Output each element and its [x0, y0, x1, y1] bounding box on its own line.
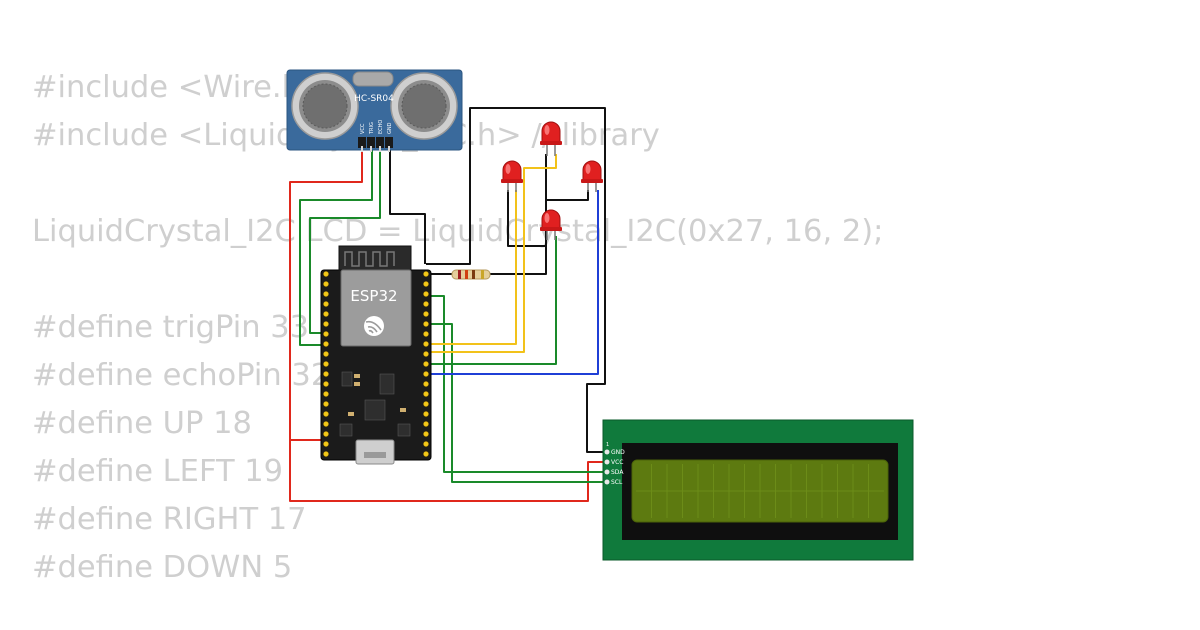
esp32-antenna	[338, 245, 412, 271]
esp32-pin-right-11[interactable]	[423, 371, 429, 377]
wires	[289, 107, 606, 502]
esp32-pin-right-14[interactable]	[423, 401, 429, 407]
esp32-pin-right-3[interactable]	[423, 291, 429, 297]
esp32-pin-left-13[interactable]	[323, 391, 329, 397]
esp32-pin-left-17[interactable]	[323, 431, 329, 437]
esp32-pin-right-17[interactable]	[423, 431, 429, 437]
wire-lcd-scl[interactable]	[426, 323, 606, 483]
esp32-pin-right-2[interactable]	[423, 281, 429, 287]
lcd-pin1-marker: 1	[606, 442, 609, 448]
usb-port-opening	[364, 452, 386, 458]
esp32-pin-right-16[interactable]	[423, 421, 429, 427]
lcd-pin-vcc-label: VCC	[611, 459, 623, 466]
code-line-right: #define RIGHT 17	[32, 502, 307, 537]
esp32-pin-left-9[interactable]	[323, 351, 329, 357]
sensor-header	[358, 137, 393, 148]
wire-led-right-gnd[interactable]	[546, 190, 589, 201]
esp32-board[interactable]: ESP32	[320, 245, 432, 465]
esp32-pin-left-14[interactable]	[323, 401, 329, 407]
ultrasonic-sensor[interactable]: HC-SR04 VCC TRIG ECHO GND	[286, 69, 463, 152]
wire-led-gnd-bus[interactable]	[490, 190, 547, 275]
transducer-left-icon	[291, 72, 359, 140]
wire-sensor-gnd[interactable]	[389, 146, 426, 264]
esp32-module-shield	[340, 269, 412, 347]
esp32-pin-right-8[interactable]	[423, 341, 429, 347]
sensor-pin-trig-label: TRIG	[369, 122, 375, 135]
lcd-pins[interactable]	[604, 449, 610, 485]
wire-led-down[interactable]	[426, 236, 557, 365]
code-line-down: #define DOWN 5	[32, 550, 293, 585]
esp32-pin-right-12[interactable]	[423, 381, 429, 387]
wire-sensor-echo[interactable]	[309, 146, 381, 334]
sensor-model-label: HC-SR04	[354, 94, 394, 104]
esp32-pin-left-8[interactable]	[323, 341, 329, 347]
espressif-logo-icon	[364, 316, 384, 336]
led-left[interactable]	[501, 160, 523, 192]
lcd-display[interactable]: 1 GND VCC SDA SCL	[602, 419, 914, 561]
code-line-up: #define UP 18	[32, 406, 252, 441]
esp32-pin-right-13[interactable]	[423, 391, 429, 397]
wire-sensor-trig[interactable]	[299, 146, 373, 346]
esp32-pin-left-4[interactable]	[323, 301, 329, 307]
transducer-right-icon	[390, 72, 458, 140]
esp32-pin-right-1[interactable]	[423, 271, 429, 277]
esp32-pin-right-18[interactable]	[423, 441, 429, 447]
sensor-pin-gnd-label: GND	[387, 122, 393, 134]
esp32-pin-right-10[interactable]	[423, 361, 429, 367]
esp32-components	[339, 371, 411, 437]
sensor-pin-vcc-label: VCC	[360, 123, 366, 134]
wire-led-right[interactable]	[426, 190, 599, 375]
code-line-left: #define LEFT 19	[32, 454, 284, 489]
code-line-trigpin: #define trigPin 33	[32, 310, 310, 345]
wire-led-up[interactable]	[426, 154, 557, 353]
esp32-pin-left-12[interactable]	[323, 381, 329, 387]
wire-led-left[interactable]	[426, 190, 517, 345]
wire-sensor-vcc[interactable]	[289, 146, 363, 441]
wire-lcd-sda[interactable]	[426, 295, 606, 473]
led-down[interactable]	[540, 209, 562, 240]
lcd-character-grid	[636, 464, 884, 518]
esp32-pin-right-6[interactable]	[423, 321, 429, 327]
sensor-pin-echo-label: ECHO	[378, 120, 384, 134]
wire-gnd-bus[interactable]	[426, 107, 606, 453]
esp32-pin-left-2[interactable]	[323, 281, 329, 287]
led-right[interactable]	[581, 160, 603, 192]
esp32-pin-right-19[interactable]	[423, 451, 429, 457]
esp32-pin-left-5[interactable]	[323, 311, 329, 317]
esp32-pin-left-19[interactable]	[323, 451, 329, 457]
resistor[interactable]	[451, 269, 491, 280]
lcd-pin-scl-label: SCL	[611, 479, 623, 486]
esp32-pin-left-10[interactable]	[323, 361, 329, 367]
esp32-pin-left-11[interactable]	[323, 371, 329, 377]
lcd-pin-sda-label: SDA	[611, 469, 624, 476]
esp32-pin-left-3[interactable]	[323, 291, 329, 297]
esp32-pin-left-18[interactable]	[323, 441, 329, 447]
code-line-echopin: #define echoPin 32	[32, 358, 331, 393]
esp32-pin-left-1[interactable]	[323, 271, 329, 277]
wire-lcd-vcc[interactable]	[289, 440, 606, 502]
esp32-pin-right-7[interactable]	[423, 331, 429, 337]
esp32-pin-right-4[interactable]	[423, 301, 429, 307]
sensor-pins[interactable]	[361, 146, 390, 152]
esp32-pin-right-5[interactable]	[423, 311, 429, 317]
led-up[interactable]	[540, 121, 562, 156]
esp32-pin-left-15[interactable]	[323, 411, 329, 417]
code-line-lcd-init: LiquidCrystal_I2C LCD = LiquidCrystal_I2…	[32, 214, 884, 249]
esp32-pin-headers[interactable]	[323, 271, 429, 457]
esp32-pin-right-15[interactable]	[423, 411, 429, 417]
lcd-pin-gnd-label: GND	[611, 449, 625, 456]
esp32-pin-left-16[interactable]	[323, 421, 329, 427]
esp32-pin-left-7[interactable]	[323, 331, 329, 337]
esp32-pin-left-6[interactable]	[323, 321, 329, 327]
esp32-label: ESP32	[350, 287, 397, 305]
esp32-pin-right-9[interactable]	[423, 351, 429, 357]
esp32-smd-parts	[348, 374, 406, 416]
